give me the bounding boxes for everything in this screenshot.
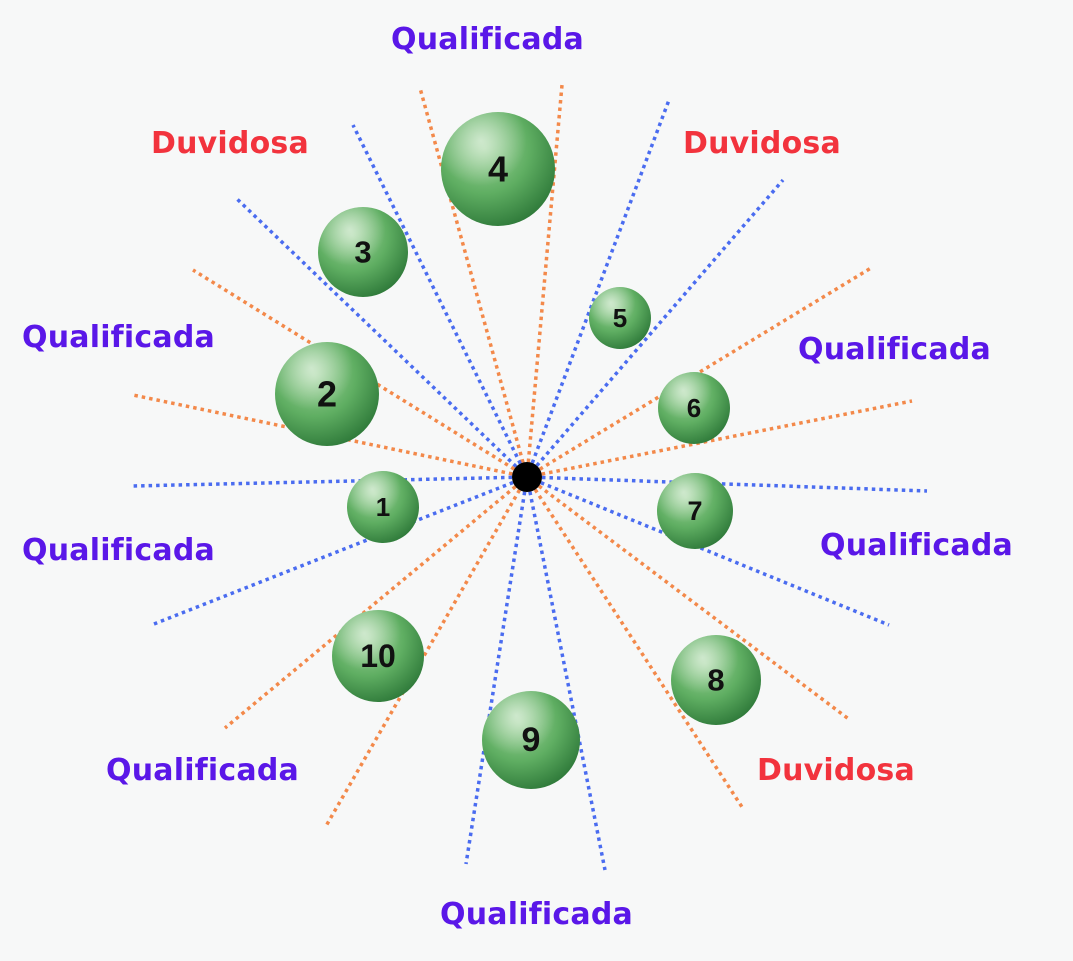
node-shine bbox=[441, 112, 555, 226]
ray-line bbox=[525, 84, 564, 478]
ray-line bbox=[526, 399, 913, 479]
label-upper-right: Duvidosa bbox=[683, 126, 841, 161]
node-number: 2 bbox=[317, 374, 337, 415]
ray-line bbox=[526, 475, 928, 493]
ray-line bbox=[464, 476, 529, 865]
node-number: 8 bbox=[707, 663, 724, 698]
node-shine bbox=[589, 287, 651, 349]
node-9: 9 bbox=[482, 691, 580, 789]
node-number: 3 bbox=[354, 235, 371, 270]
label-left-lower: Qualificada bbox=[22, 533, 215, 568]
label-lower-left: Qualificada bbox=[106, 753, 299, 788]
node-shine bbox=[275, 342, 379, 446]
node-number: 5 bbox=[613, 303, 627, 333]
node-shine bbox=[347, 471, 419, 543]
node-5: 5 bbox=[589, 287, 651, 349]
node-7: 7 bbox=[657, 473, 733, 549]
label-top: Qualificada bbox=[391, 22, 584, 57]
node-number: 4 bbox=[488, 149, 508, 190]
node-shine bbox=[482, 691, 580, 789]
node-10: 10 bbox=[332, 610, 424, 702]
node-shine bbox=[658, 372, 730, 444]
node-number: 1 bbox=[376, 492, 390, 522]
label-lower-right: Duvidosa bbox=[757, 753, 915, 788]
node-number: 9 bbox=[522, 721, 541, 759]
label-left-upper: Qualificada bbox=[22, 320, 215, 355]
ray-line bbox=[525, 476, 744, 808]
label-upper-left: Duvidosa bbox=[151, 126, 309, 161]
ray-line bbox=[132, 475, 528, 488]
node-shine bbox=[671, 635, 761, 725]
node-shine bbox=[318, 207, 408, 297]
node-2: 2 bbox=[275, 342, 379, 446]
label-right-upper: Qualificada bbox=[798, 332, 991, 367]
node-number: 6 bbox=[687, 393, 701, 423]
node-4: 4 bbox=[441, 112, 555, 226]
center-point bbox=[512, 462, 542, 492]
ray-line bbox=[525, 178, 785, 479]
node-shine bbox=[657, 473, 733, 549]
node-number: 10 bbox=[360, 638, 396, 674]
ray-line bbox=[351, 124, 529, 478]
label-bottom: Qualificada bbox=[440, 897, 633, 932]
label-right-lower: Qualificada bbox=[820, 528, 1013, 563]
ray-line bbox=[526, 475, 890, 627]
node-shine bbox=[332, 610, 424, 702]
node-8: 8 bbox=[671, 635, 761, 725]
node-3: 3 bbox=[318, 207, 408, 297]
ray-line bbox=[223, 475, 529, 730]
node-1: 1 bbox=[347, 471, 419, 543]
node-number: 7 bbox=[687, 496, 702, 526]
node-6: 6 bbox=[658, 372, 730, 444]
